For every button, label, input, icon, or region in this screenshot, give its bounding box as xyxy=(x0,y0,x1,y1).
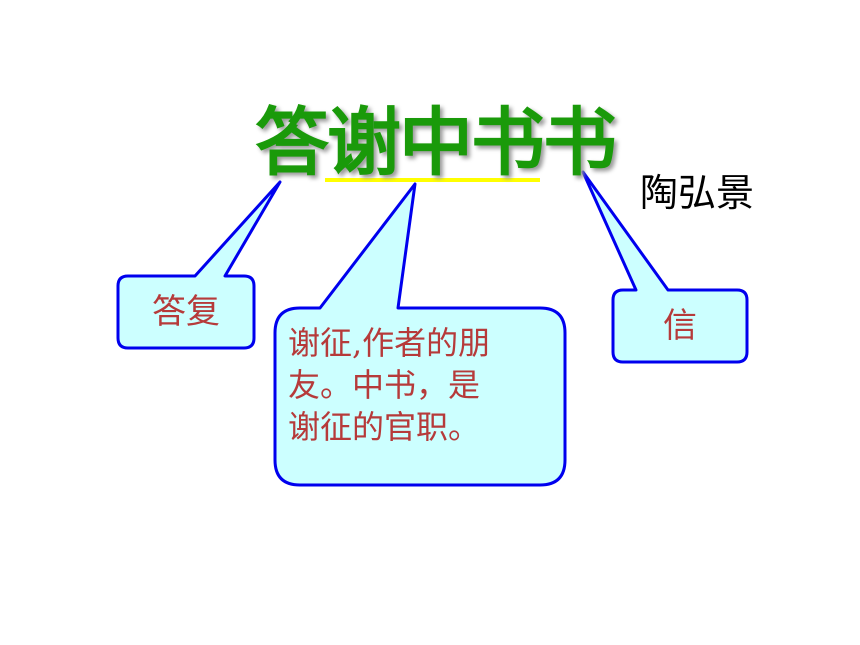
callout-text-reply: 答复 xyxy=(152,292,220,332)
callout-box-reply xyxy=(116,180,282,350)
callout-text-letter: 信 xyxy=(663,306,697,346)
author-name: 陶弘景 xyxy=(640,171,755,215)
callout-text-xiezheng: 谢征,作者的朋 友。中书，是 谢征的官职。 xyxy=(288,324,491,446)
callout-box-letter xyxy=(581,170,749,364)
callout-box-xiezheng xyxy=(273,182,567,487)
page-title: 答谢中书书 xyxy=(255,100,617,186)
title-underline xyxy=(325,178,540,182)
